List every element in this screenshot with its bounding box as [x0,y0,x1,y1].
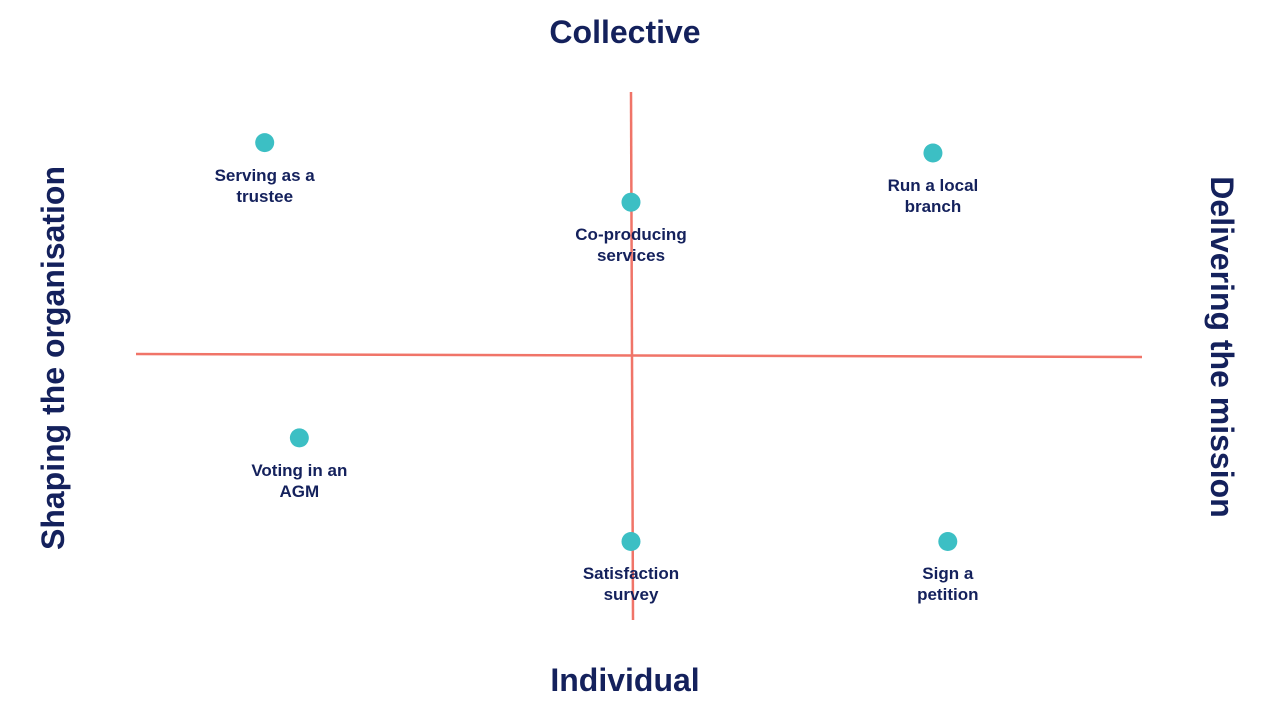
point-marker [938,531,958,551]
point-label: Serving as a trustee [214,165,315,206]
point-label: Satisfaction survey [582,564,680,605]
axis-title-bottom: Individual [550,662,700,698]
point-marker [289,428,309,448]
point-marker [255,133,275,153]
point-label: Voting in an AGM [251,460,348,501]
point-label: Co-producing services [575,225,687,266]
point-marker [621,192,641,212]
vertical-axis-line [629,91,635,621]
axis-title-top: Collective [549,14,701,50]
points-layer [255,133,958,551]
point-marker [621,531,641,551]
point-marker [923,143,943,163]
point-label: Run a local branch [887,175,979,216]
horizontal-axis-line [135,352,1143,359]
point-label: Sign a petition [917,564,979,605]
